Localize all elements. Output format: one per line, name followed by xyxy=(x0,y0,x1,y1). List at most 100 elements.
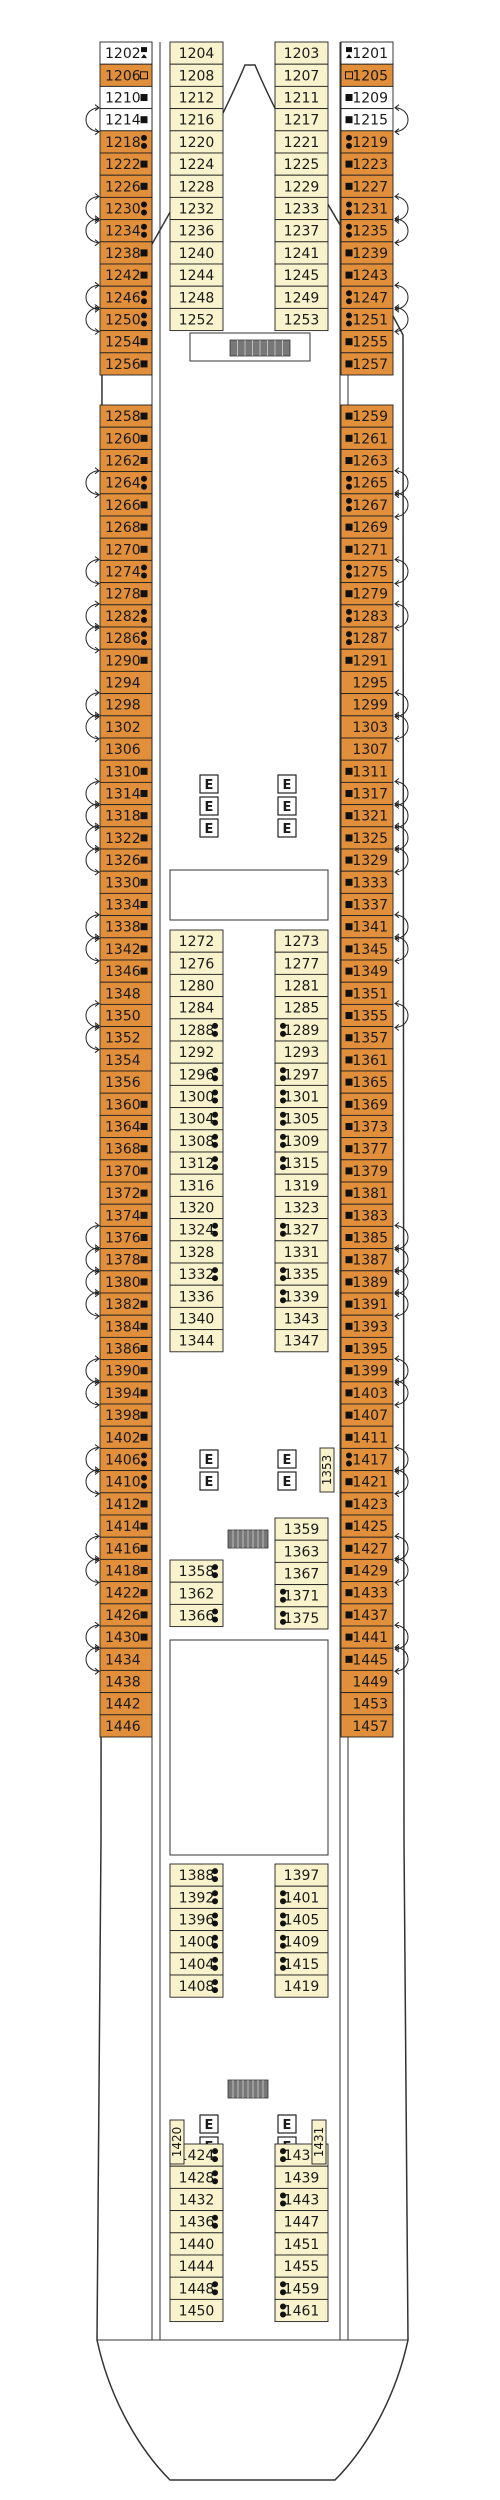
elevator-icon xyxy=(199,2114,219,2134)
bunk-beds-icon xyxy=(212,2222,218,2229)
arrow-head xyxy=(94,1643,100,1651)
elevator-label: E xyxy=(205,1475,214,1490)
arrow-head xyxy=(94,735,100,743)
connecting-arrow-icon xyxy=(395,603,409,629)
third-bed-icon xyxy=(345,1211,353,1219)
third-bed-icon xyxy=(140,856,148,864)
inside-cabin xyxy=(169,1603,224,1628)
bunk-beds-icon xyxy=(280,1030,286,1037)
cabin-number: 1274 xyxy=(105,565,141,581)
elevator-icon xyxy=(199,774,219,794)
third-bed-icon xyxy=(140,1278,148,1286)
elevator-label: E xyxy=(283,2118,292,2133)
bunk-beds-icon xyxy=(212,2289,218,2296)
bunk-beds-icon xyxy=(280,1588,286,1595)
third-bed-icon xyxy=(345,1522,353,1530)
bunk-beds-icon xyxy=(346,475,352,482)
bunk-beds-icon xyxy=(280,2200,286,2207)
bunk-beds-icon xyxy=(212,1564,218,1571)
cabin-number: 1387 xyxy=(352,1253,388,1269)
cabin-number: 1244 xyxy=(179,268,215,284)
arrow-head xyxy=(94,646,100,654)
bunk-beds-icon xyxy=(280,1956,286,1963)
third-bed-icon xyxy=(140,501,148,509)
arrow-head xyxy=(394,778,400,785)
cabin-number: 1451 xyxy=(284,2237,320,2253)
third-bed-icon xyxy=(345,94,353,101)
cabin-number: 1351 xyxy=(352,986,388,1002)
third-bed-icon xyxy=(345,1655,353,1663)
cabin-number: 1297 xyxy=(284,1067,320,1083)
third-bed-icon xyxy=(345,1123,353,1130)
cabin-number: 1429 xyxy=(352,1564,388,1580)
cabin-number: 1326 xyxy=(105,853,141,869)
bunk-beds-icon xyxy=(280,1920,286,1927)
cabin-number: 1430 xyxy=(105,1630,141,1646)
cabin-number: 1392 xyxy=(179,1890,215,1906)
arrow-head xyxy=(94,711,100,719)
cabin-number: 1312 xyxy=(179,1156,215,1172)
third-bed-icon xyxy=(140,523,148,531)
cabin-number: 1332 xyxy=(179,1267,215,1283)
third-bed-icon xyxy=(346,47,352,53)
connecting-arrow-icon xyxy=(395,218,409,244)
arrow-head xyxy=(394,911,400,919)
cabin-number: 1395 xyxy=(352,1342,388,1358)
bunk-beds-icon xyxy=(141,631,147,638)
bunk-beds-icon xyxy=(346,134,352,141)
third-bed-icon xyxy=(345,1322,353,1330)
arrow-head xyxy=(394,1579,400,1586)
cabin-number: 1366 xyxy=(179,1609,215,1625)
cabin-number: 1290 xyxy=(105,653,141,669)
bunk-beds-icon xyxy=(280,1912,286,1919)
cabin-number: 1266 xyxy=(105,498,141,514)
arrow-head xyxy=(94,1555,100,1562)
arrow-head xyxy=(394,1444,400,1451)
third-bed-icon xyxy=(140,160,148,168)
arrow-head xyxy=(94,868,100,876)
bunk-beds-icon xyxy=(280,1898,286,1905)
third-bed-icon xyxy=(345,1167,353,1175)
cabin-number: 1321 xyxy=(352,809,388,825)
elevator-icon xyxy=(199,1449,219,1469)
arrow-head xyxy=(94,193,100,200)
third-bed-icon xyxy=(345,945,353,953)
connecting-arrow-icon xyxy=(85,1469,99,1495)
cabin-number: 1356 xyxy=(105,1075,141,1091)
third-bed-icon xyxy=(140,457,148,464)
connecting-arrow-icon xyxy=(85,1558,99,1583)
cabin-number: 1397 xyxy=(284,1868,320,1884)
cabin-number: 1371 xyxy=(284,1589,320,1605)
cabin-number: 1329 xyxy=(352,853,388,869)
cabin-number: 1355 xyxy=(352,1009,388,1025)
third-bed-icon xyxy=(140,1189,148,1197)
cabin-number: 1344 xyxy=(179,1334,215,1350)
cabin-number: 1453 xyxy=(352,1697,388,1713)
cabin-number: 1398 xyxy=(105,1408,141,1424)
third-bed-icon xyxy=(140,1433,148,1441)
bunk-beds-icon xyxy=(280,1610,286,1617)
cabin-layer: 1202120612101214121812221226123012341238… xyxy=(99,41,394,2323)
cabin-number: 1385 xyxy=(352,1231,388,1247)
bunk-beds-icon xyxy=(141,142,147,149)
cabin-number: 1205 xyxy=(352,68,388,84)
cabin-number: 1211 xyxy=(284,91,320,107)
third-bed-icon xyxy=(345,545,353,553)
arrow-head xyxy=(94,1022,100,1030)
elevator-label: E xyxy=(283,1475,292,1490)
arrow-head xyxy=(394,328,400,335)
cabin-number: 1393 xyxy=(352,1319,388,1335)
cabin-number: 1302 xyxy=(105,720,141,736)
cabin-number: 1435 xyxy=(284,2148,320,2164)
cabin-number: 1289 xyxy=(284,1023,320,1039)
cabin-number: 1291 xyxy=(352,653,388,669)
bunk-beds-icon xyxy=(141,616,147,623)
connecting-arrow-icon xyxy=(395,714,409,740)
third-bed-icon xyxy=(140,1256,148,1264)
arrow-head xyxy=(94,622,100,630)
cabin-number: 1212 xyxy=(179,91,215,107)
elevator-label: E xyxy=(205,2118,214,2133)
cabin-number: 1347 xyxy=(284,1334,320,1350)
third-bed-icon xyxy=(345,360,353,368)
cabin-number: 1322 xyxy=(105,831,141,847)
